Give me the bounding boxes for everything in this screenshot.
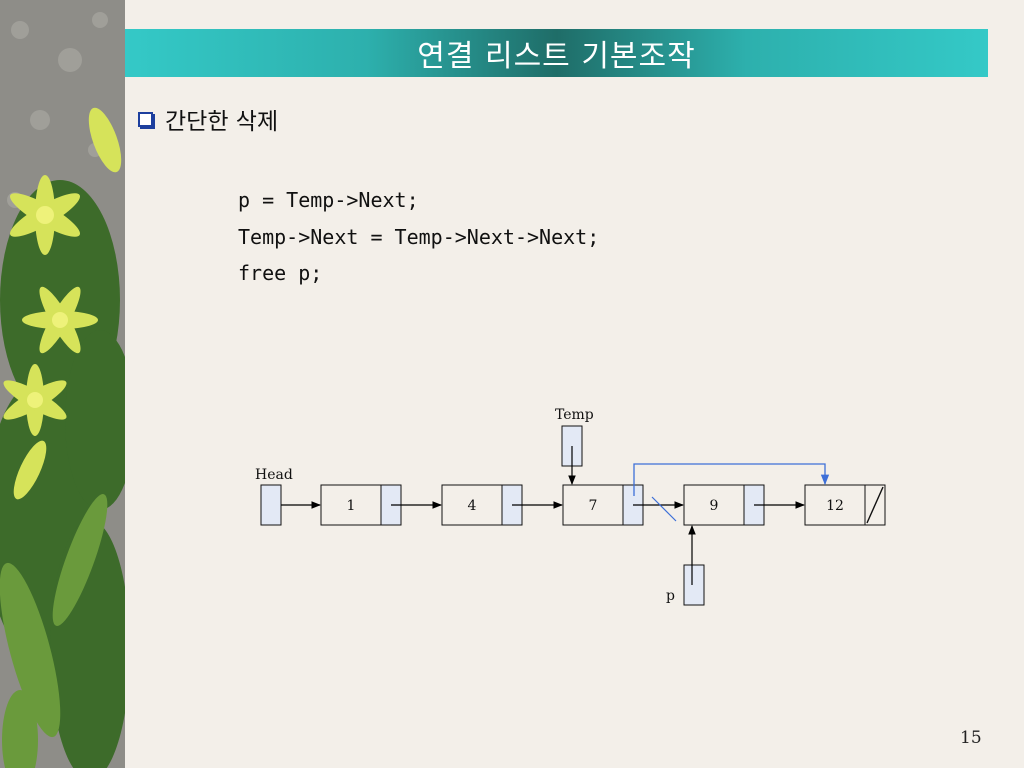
checkbox-bullet-icon xyxy=(138,111,153,127)
slide-title: 연결 리스트 기본조작 xyxy=(417,39,696,74)
linked-list-diagram: Head 1 4 7 9 12 Temp p xyxy=(255,407,886,606)
list-node: 7 xyxy=(562,484,644,526)
temp-label: Temp xyxy=(555,407,594,423)
code-line: p = Temp->Next; xyxy=(238,188,419,212)
null-link-slash xyxy=(866,486,884,524)
code-line: free p; xyxy=(238,261,323,285)
head-label: Head xyxy=(255,467,293,483)
decorative-plant-photo xyxy=(0,0,125,768)
node-value: 4 xyxy=(468,498,477,514)
node-value: 9 xyxy=(710,498,719,514)
bullet-item: 간단한 삭제 xyxy=(138,102,278,136)
list-node: 4 xyxy=(441,484,523,526)
new-link-arrow xyxy=(633,463,830,496)
list-node: 9 xyxy=(683,484,765,526)
node-data-cell xyxy=(441,484,503,526)
bullet-text: 간단한 삭제 xyxy=(165,109,279,135)
node-data-cell xyxy=(320,484,382,526)
page-number: 15 xyxy=(960,728,982,748)
title-bar: 연결 리스트 기본조작 xyxy=(125,29,988,77)
p-label: p xyxy=(666,588,675,604)
code-line: Temp->Next = Temp->Next->Next; xyxy=(238,225,600,249)
node-value: 7 xyxy=(589,498,598,514)
broken-link-slash xyxy=(651,496,677,522)
list-node: 1 xyxy=(320,484,402,526)
list-node: 12 xyxy=(804,484,886,526)
node-data-cell xyxy=(683,484,745,526)
head-pointer-box xyxy=(260,484,282,526)
node-data-cell xyxy=(562,484,624,526)
node-value: 12 xyxy=(826,498,844,514)
p-pointer-box xyxy=(683,564,705,606)
node-data-cell xyxy=(804,484,866,526)
node-value: 1 xyxy=(347,498,356,514)
